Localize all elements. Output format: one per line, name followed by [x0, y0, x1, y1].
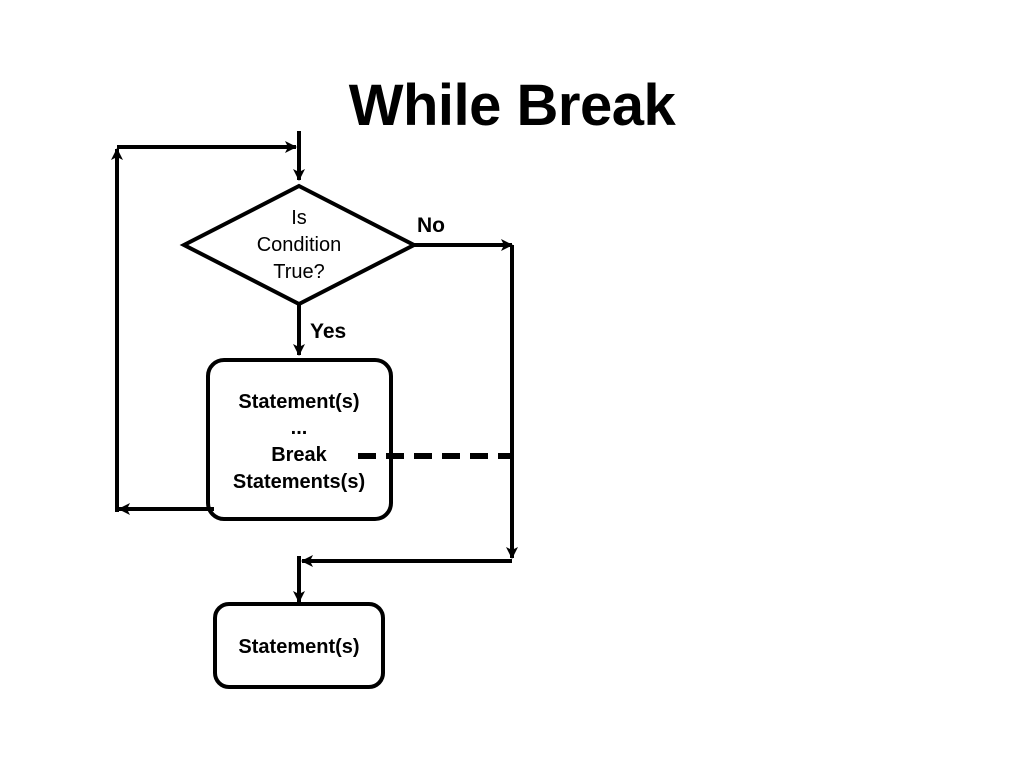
no-label: No: [417, 214, 445, 237]
decision-line-1: Is: [291, 207, 307, 229]
loop-body-line-1: Statement(s): [238, 391, 359, 413]
loop-body-line-2: ...: [291, 417, 308, 439]
decision-line-3: True?: [273, 261, 325, 283]
decision-line-2: Condition: [257, 234, 342, 256]
loop-body-box: [206, 358, 393, 521]
loop-body-line-3: Break: [271, 444, 327, 466]
page-title: While Break: [348, 73, 676, 138]
after-loop-box: [213, 602, 385, 689]
after-loop-text: Statement(s): [238, 636, 359, 658]
yes-label: Yes: [310, 320, 346, 343]
loop-body-line-4: Statements(s): [233, 471, 365, 493]
